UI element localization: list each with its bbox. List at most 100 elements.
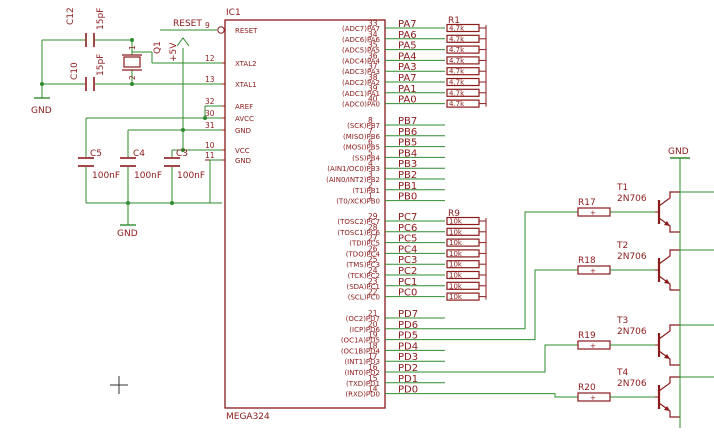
net-label: PC4	[398, 244, 417, 255]
ic-pin-number: 34	[368, 30, 378, 39]
resistor-value: 10k	[449, 293, 463, 301]
resistor-value: 10k	[449, 282, 463, 290]
junction-dot	[170, 201, 174, 205]
ic-pin-function: (TXD)PD1	[346, 380, 380, 388]
transistor-collector	[658, 376, 680, 392]
ic-pin-function: (ICP)PD6	[349, 326, 380, 334]
transistor-emitter	[658, 350, 680, 366]
capacitors	[78, 33, 180, 167]
ic-pin-number: 19	[368, 331, 378, 340]
resistor-value: 10k	[449, 272, 463, 280]
ic-pin-function: (OC1A)PD5	[341, 337, 380, 345]
vcc-label: +5V	[169, 42, 179, 62]
ic-pin-function: (TMS)PC3	[346, 261, 380, 269]
ic-pin-number: 38	[368, 73, 378, 82]
net-label: PC7	[398, 212, 417, 223]
ic-pin-function: (ADC0)PA0	[342, 101, 380, 109]
ic-pin-function: (TOSC1)PC6	[337, 229, 380, 237]
ic-pin-number: 20	[368, 320, 378, 329]
net-label: PC5	[398, 234, 417, 245]
resistor-value: 10k	[449, 239, 463, 247]
transistor-emitter	[658, 402, 680, 418]
junction-dot	[40, 82, 44, 86]
ic-pin-name: GND	[235, 157, 251, 165]
ic1-body	[224, 19, 386, 409]
emitter-arrow-icon	[664, 221, 670, 226]
ic-pin-name: RESET	[235, 27, 258, 35]
ic-pin-number: 22	[368, 288, 378, 297]
ic-pin-name: AREF	[235, 103, 253, 111]
ic-pin-number: 25	[368, 255, 378, 264]
array-labels: R1 R9	[448, 16, 460, 219]
ic-pin-number: 18	[368, 341, 378, 350]
r1-ref: R1	[448, 16, 460, 26]
resistor-value: 10k	[449, 218, 463, 226]
resistor-plus-mark: +	[590, 342, 596, 350]
ic-pin-name: GND	[235, 127, 251, 135]
resistor-value: 4.7k	[449, 68, 465, 76]
gnd-label-2: GND	[117, 229, 138, 239]
ic-pin-function: (SCL)PC0	[348, 294, 380, 302]
ic-pin-number: 9	[205, 21, 210, 30]
ic-pin-number: 33	[368, 19, 378, 28]
resistor-plus-mark: +	[590, 267, 596, 275]
ic-pin-number: 29	[368, 212, 378, 221]
c5-value: 100nF	[92, 171, 120, 181]
ic-pin-function: (SS)PB4	[352, 154, 380, 162]
ic-pin-function: (MISO)PB6	[343, 133, 381, 141]
ic-pin-function: (INT0)PD2	[344, 369, 380, 377]
transistor-collector	[658, 191, 680, 207]
net-label: PA5	[398, 41, 417, 52]
net-label: PD4	[398, 341, 418, 352]
resistor-value: 4.7k	[449, 57, 465, 65]
c3-value: 100nF	[177, 171, 205, 181]
emitter-arrow-icon	[664, 279, 670, 284]
net-label: PC2	[398, 266, 417, 277]
net-label: PB6	[398, 127, 417, 138]
net-label: PD1	[398, 374, 418, 385]
resistor-value: 10k	[449, 250, 463, 258]
net-label: PC3	[398, 255, 417, 266]
ic-pin-number: 28	[368, 223, 378, 232]
ic-pin-function: (SDA)PC1	[346, 283, 380, 291]
c12-value: 15pF	[96, 8, 106, 30]
c4-ref: C4	[133, 149, 145, 159]
ic-pin-name: VCC	[235, 147, 250, 155]
transistor-type: 2N706	[617, 379, 647, 389]
ic-pin-function: (ADC7)PA7	[342, 25, 380, 33]
transistor-emitter	[658, 275, 680, 291]
ic-pin-number: 11	[205, 151, 215, 160]
net-label: PA1	[398, 84, 417, 95]
transistor-ref: T3	[616, 316, 628, 326]
crystal-body	[123, 56, 141, 68]
ic-pin-number: 39	[368, 84, 378, 93]
resistor-value: 4.7k	[449, 100, 465, 108]
net-label: PB7	[398, 116, 417, 127]
net-label: PD0	[398, 385, 418, 396]
ic-pin-number: 2	[368, 181, 373, 190]
transistor-collector	[658, 249, 680, 265]
net-label: PA7	[398, 73, 417, 84]
net-label: PA0	[398, 95, 417, 106]
driver-wire	[445, 393, 578, 398]
ic-pin-function: (T1)PB1	[352, 187, 380, 195]
ic-pin-number: 35	[368, 41, 378, 50]
c12-ref: C12	[66, 7, 76, 25]
junction-dot	[181, 148, 185, 152]
c10-value: 15pF	[96, 54, 106, 76]
r9-ref: R9	[448, 209, 460, 219]
resistor-value: 4.7k	[449, 35, 465, 43]
transistor-ref: T2	[616, 241, 628, 251]
net-label: PB1	[398, 181, 417, 192]
net-label: PB3	[398, 159, 417, 170]
crosshair-icon	[110, 376, 128, 394]
vcc-arrow-icon	[176, 37, 190, 47]
resistor-plus-mark: +	[590, 209, 596, 217]
ic-pin-function: (ADC2)PA2	[342, 79, 380, 87]
ic-pin-number: 14	[368, 385, 378, 394]
ic-pin-function: (TCK)PC2	[348, 272, 380, 280]
gnd-label-1: GND	[31, 106, 52, 116]
ic1: IC1 MEGA324 RESET9XTAL212XTAL113AREF32AV…	[205, 8, 445, 422]
ic-pin-number: 12	[205, 54, 215, 63]
